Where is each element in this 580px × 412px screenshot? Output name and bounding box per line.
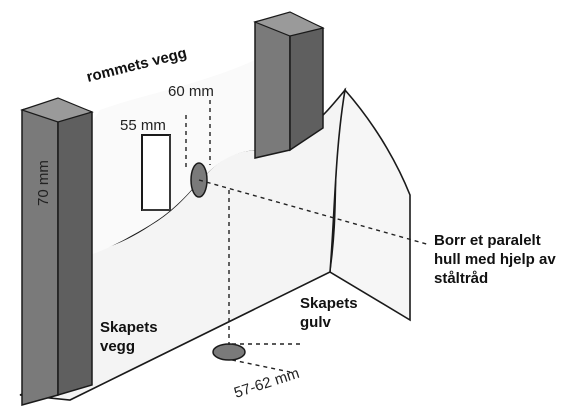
right-pillar-top [253,11,325,37]
room-wall-label: rommets vegg [85,45,189,86]
cabinet-floor-label: Skapets gulv [300,295,358,331]
dim-57-62-label: 57-62 mm [232,365,301,402]
left-pillar-top [20,97,94,123]
drill-instruction: Borr et paralelt hull med hjelp av stålt… [434,232,556,287]
floor-dim-line-2 [231,359,291,373]
cabinet-floor-label-line-2: gulv [300,314,331,331]
dim-60-label: 60 mm [168,83,214,100]
right-pillar-side [254,13,291,159]
wall-cutout-shadow [142,135,171,211]
floor-hole [212,343,246,361]
cabinet-floor-label-line-1: Skapets [300,295,358,312]
room-wall-region [90,60,255,255]
guide-lines [185,100,431,373]
left-pillar-front [57,98,93,397]
drill-instruction-line-2: hull med hjelp av [434,251,556,268]
cabinet-wall-label-line-2: vegg [100,338,135,355]
wall-cutout [141,134,171,211]
cabinet-floor-panel [329,88,411,322]
cabinet-wall-label-line-1: Skapets [100,319,158,336]
dim-55-label: 55 mm [120,117,166,134]
cabinet-wall-label: Skapets vegg [100,319,158,355]
left-pillar-side [21,99,59,406]
dim-70-label: 70 mm [35,160,52,206]
drill-instruction-line-3: ståltråd [434,270,488,287]
drill-instruction-line-1: Borr et paralelt [434,232,541,249]
